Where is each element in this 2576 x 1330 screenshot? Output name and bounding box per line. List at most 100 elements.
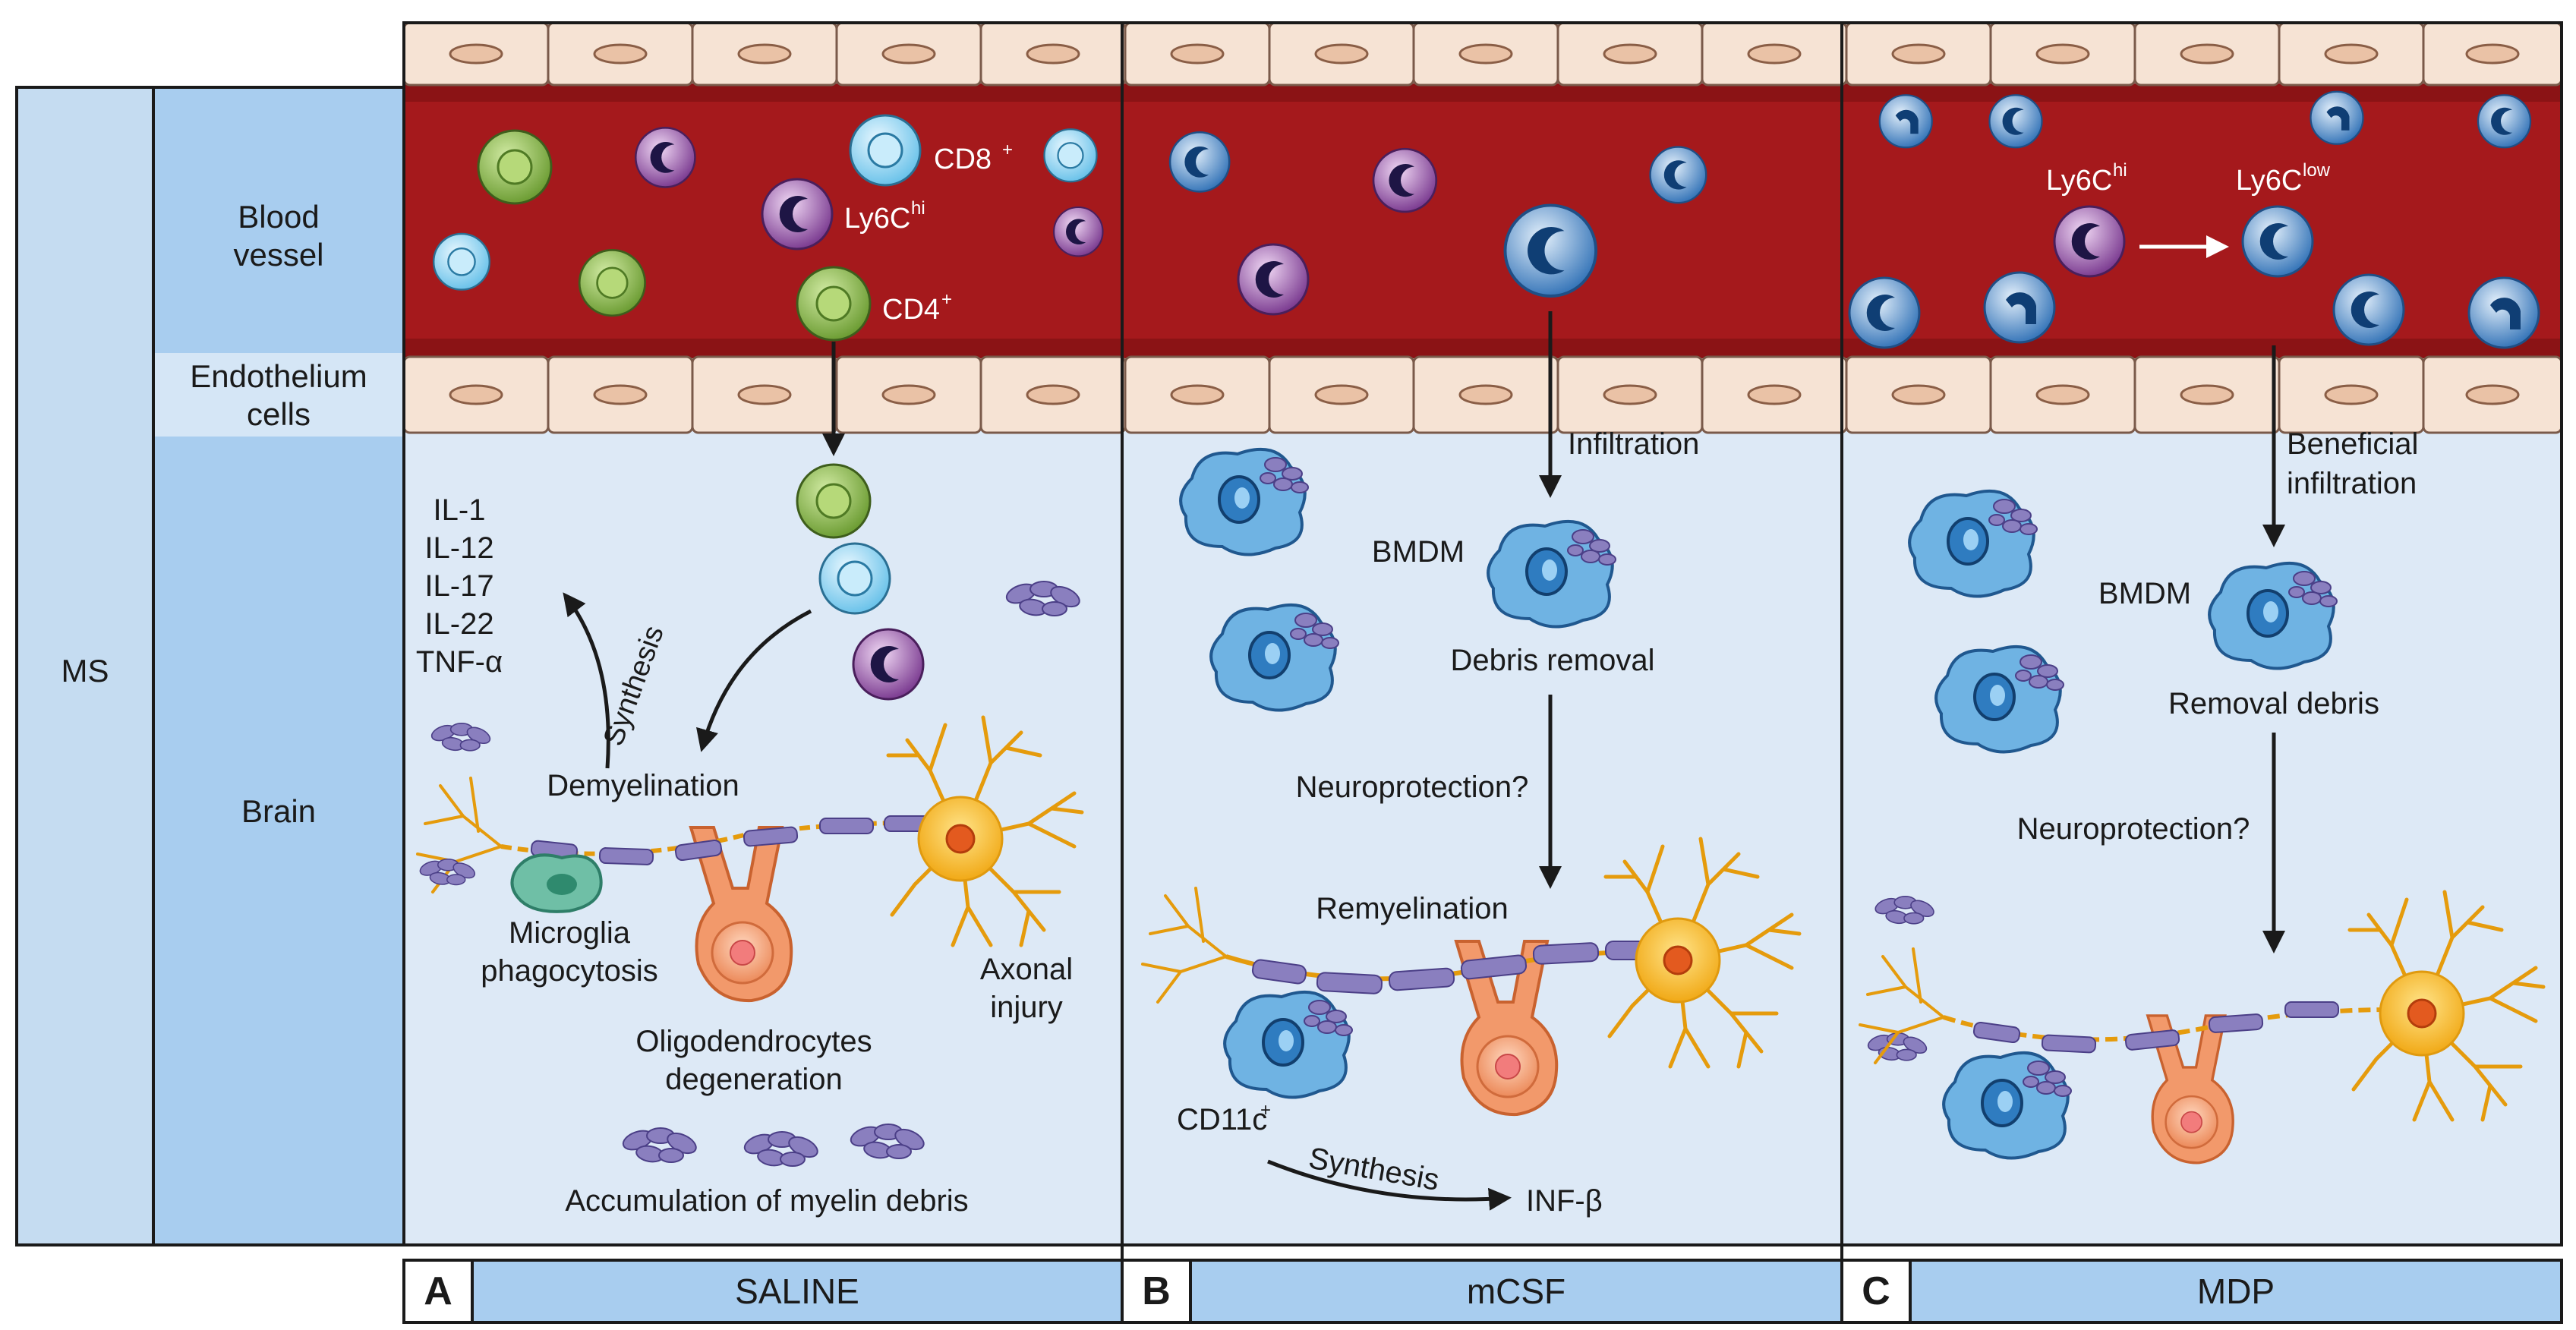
cd8-sup: +	[1002, 140, 1013, 160]
cd4-cell-infiltrated	[796, 463, 872, 539]
bmdm-label: BMDM	[1372, 535, 1465, 569]
panel-letter-a: A	[424, 1269, 452, 1313]
monocyte-infiltrated	[852, 628, 925, 701]
ly6clow-monocyte	[1878, 94, 1933, 149]
compartment-column	[152, 86, 405, 1246]
panel-name-saline: SALINE	[735, 1272, 859, 1311]
brain-label: Brain	[241, 793, 316, 829]
ly6chi-monocyte	[1237, 243, 1310, 316]
endothelial-nucleus	[2465, 384, 2520, 405]
ly6chi-monocyte	[1372, 147, 1438, 213]
bmdm-macrophage	[1942, 1051, 2073, 1160]
cd4-label: CD4	[882, 294, 940, 326]
cytokine-item: IL-12	[424, 531, 493, 565]
endothelial-nucleus	[593, 43, 648, 65]
panels-frame	[402, 21, 2563, 1246]
cd4-sup: +	[941, 289, 952, 310]
cytokine-item: IL-17	[424, 569, 493, 603]
panel-name-mcsf: mCSF	[1467, 1272, 1565, 1311]
remyelination-label: Remyelination	[1316, 892, 1508, 925]
endothelial-nucleus	[2035, 43, 2090, 65]
ly6clow-monocyte	[1168, 131, 1231, 193]
endothelial-nucleus	[2324, 384, 2379, 405]
axonal-label: Axonal	[980, 953, 1073, 986]
cd4-cell	[578, 249, 646, 317]
cd4-cell	[477, 129, 553, 205]
endothelial-nucleus	[1314, 43, 1369, 65]
cytokine-item: TNF-α	[416, 645, 503, 679]
bmdm-macrophage	[1934, 645, 2065, 754]
endothelial-nucleus	[1747, 43, 1802, 65]
endothelial-nucleus	[1891, 43, 1946, 65]
synthesis-arrow	[1267, 1159, 1512, 1211]
ly6chi-monocyte	[2053, 205, 2126, 278]
ly6chi-sup: hi	[2113, 160, 2127, 181]
ly6clow-monocyte	[1848, 276, 1921, 349]
endothelial-nucleus	[1026, 384, 1080, 405]
cd8-label: CD8	[934, 143, 992, 175]
endothelium-side-band	[155, 353, 402, 437]
endothelial-nucleus	[449, 384, 503, 405]
cytokine-item: IL-22	[424, 607, 493, 641]
endothelial-nucleus	[1603, 384, 1657, 405]
ly6clow-monocyte	[1503, 203, 1598, 298]
ms-column	[15, 86, 155, 1246]
endothelium-bottom	[402, 355, 2563, 434]
ly6chi-monocyte	[761, 178, 834, 251]
endothelial-nucleus	[1747, 384, 1802, 405]
partial-myelin	[1972, 1001, 2339, 1054]
blood-vessel	[404, 84, 2562, 358]
endothelial-nucleus	[737, 384, 792, 405]
endothelial-nucleus	[1603, 43, 1657, 65]
bmdm-macrophage	[1908, 489, 2038, 598]
ly6c-sup: hi	[911, 198, 925, 219]
ly6clow-label: Ly6C	[2236, 165, 2302, 197]
panel-b: Infiltration BMDM Debris removal Neuropr…	[1141, 131, 1799, 1218]
endothelial-nucleus	[449, 43, 503, 65]
endothelial-nucleus	[2465, 43, 2520, 65]
letter-box-a	[402, 1259, 474, 1324]
bmdm-macrophage	[1209, 603, 1340, 712]
debris-removal-label: Debris removal	[1451, 644, 1655, 677]
beneficial-label: Beneficial	[2287, 427, 2418, 461]
bmdm-macrophage	[1179, 447, 1310, 556]
infiltration-label: Infiltration	[1568, 427, 1699, 461]
synthesis-arrow	[563, 592, 610, 769]
inf-beta-label: INF-β	[1526, 1184, 1603, 1218]
ly6chi-monocyte-small	[1053, 206, 1104, 257]
ly6clow-monocyte	[2241, 205, 2314, 278]
endothelial-nucleus	[881, 384, 936, 405]
blood-label: Blood	[238, 199, 319, 235]
demyelination-arrow	[696, 609, 812, 752]
endothelial-nucleus	[1458, 384, 1513, 405]
endothelial-nucleus	[1170, 384, 1225, 405]
endothelial-nucleus	[1458, 43, 1513, 65]
endothelial-nucleus	[593, 384, 648, 405]
ly6c-label: Ly6C	[844, 203, 910, 235]
microglia-label: Microglia	[509, 916, 631, 950]
demyelination-label: Demyelination	[547, 769, 739, 802]
panel-c: Ly6C hi Ly6C low Beneficial infiltration…	[1848, 90, 2543, 1165]
endothelial-nucleus	[1891, 384, 1946, 405]
endothelial-nucleus	[2180, 43, 2234, 65]
ly6clow-monocyte	[1983, 271, 2056, 344]
ly6clow-monocyte	[1988, 94, 2043, 149]
endothelial-nucleus	[2035, 384, 2090, 405]
ms-label: MS	[61, 653, 109, 689]
bmdm-macrophage	[1487, 519, 1617, 629]
ly6clow-sup: low	[2303, 160, 2331, 181]
endothelial-nucleus	[1314, 384, 1369, 405]
panel-letter-c: C	[1862, 1269, 1890, 1313]
cd11c-macrophage	[1223, 990, 1354, 1099]
degeneration-label: degeneration	[665, 1063, 843, 1096]
endothelial-nucleus	[1026, 43, 1080, 65]
panel-letter-b: B	[1142, 1269, 1171, 1313]
bmdm-label: BMDM	[2098, 577, 2191, 610]
endothelium-label: Endothelium	[190, 358, 367, 394]
endothelial-nucleus	[737, 43, 792, 65]
ly6clow-monocyte	[2467, 276, 2540, 349]
ly6clow-monocyte	[2477, 94, 2532, 149]
endothelial-nucleus	[881, 43, 936, 65]
neuroprotection-label: Neuroprotection?	[2017, 812, 2250, 846]
removal-debris-label: Removal debris	[2168, 687, 2379, 720]
